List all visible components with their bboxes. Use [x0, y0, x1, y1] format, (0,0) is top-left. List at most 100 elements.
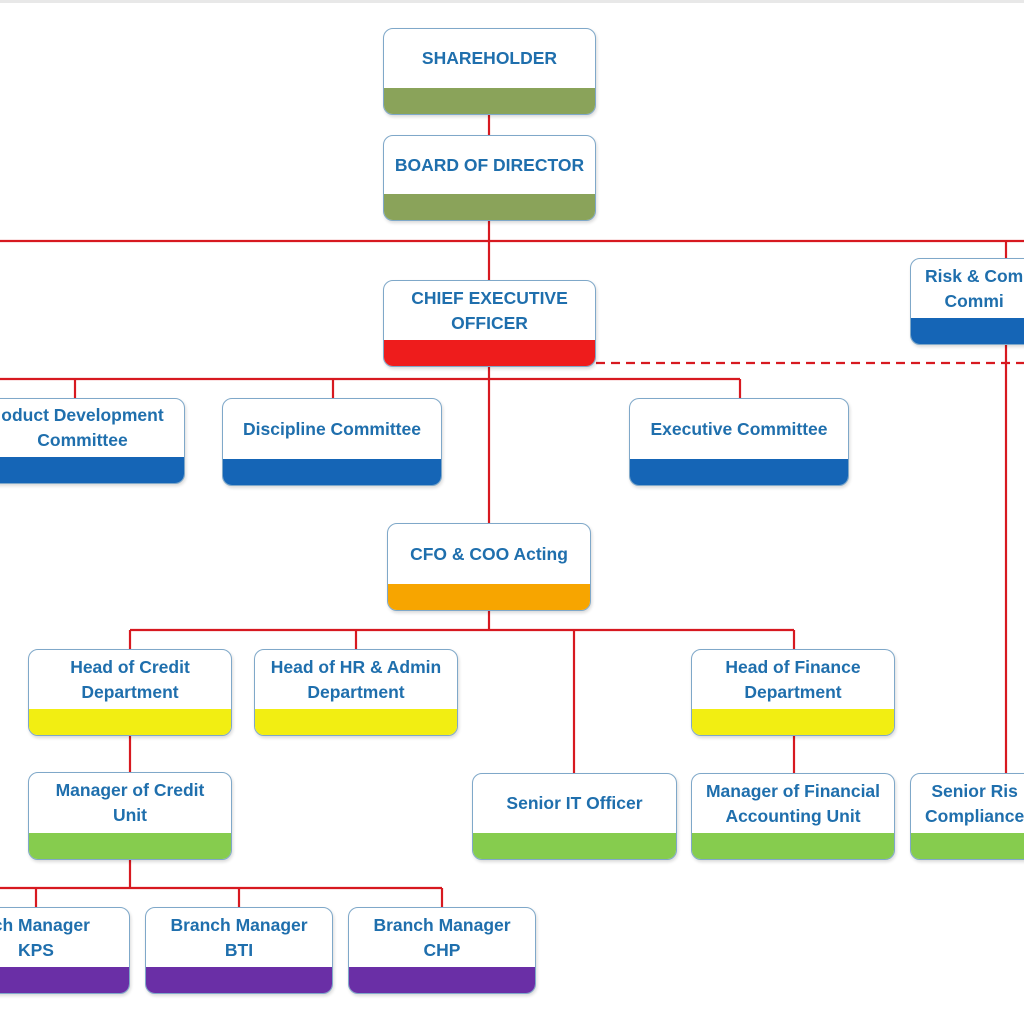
node-label-text: CFO & COO Acting — [410, 542, 568, 567]
node-label-line: Senior IT Officer — [506, 793, 643, 813]
node-label: SHAREHOLDER — [384, 29, 595, 88]
node-color-bar — [384, 88, 595, 114]
node-label-line: BTI — [224, 939, 254, 960]
node-label: Senior IT Officer — [473, 774, 676, 833]
node-color-bar — [0, 457, 184, 483]
node-label-line: Head of HR & Admin — [270, 656, 442, 677]
node-color-bar — [911, 318, 1024, 344]
node-shareholder: SHAREHOLDER — [383, 28, 596, 115]
node-ceo: CHIEF EXECUTIVE OFFICER — [383, 280, 596, 367]
node-label-line: Head of Credit — [70, 656, 190, 677]
node-label-line: Department — [744, 681, 842, 702]
node-board: BOARD OF DIRECTOR — [383, 135, 596, 221]
node-color-bar — [692, 833, 894, 859]
node-label-line: Commi — [944, 290, 1004, 311]
node-label-text: Senior IT Officer — [506, 791, 642, 816]
node-discipline: Discipline Committee — [222, 398, 442, 486]
node-label-line: Risk & Com — [925, 265, 1024, 286]
node-label-line: Department — [81, 681, 179, 702]
node-label-line: CFO & COO Acting — [410, 543, 568, 564]
node-label-line: Senior Ris — [931, 780, 1018, 801]
node-label-line: BOARD OF DIRECTOR — [394, 154, 585, 175]
node-color-bar — [0, 967, 129, 993]
node-label-line: SHAREHOLDER — [421, 48, 558, 68]
node-color-bar — [29, 833, 231, 859]
node-color-bar — [349, 967, 535, 993]
node-color-bar — [255, 709, 457, 735]
node-label-line: KPS — [18, 939, 54, 960]
node-color-bar — [384, 194, 595, 220]
node-color-bar — [692, 709, 894, 735]
node-label-text: Executive Committee — [650, 417, 827, 442]
node-label-line: OFFICER — [451, 312, 528, 333]
node-label-line: Accounting Unit — [725, 805, 861, 826]
node-label-line: CHP — [423, 939, 461, 960]
node-label-text: SHAREHOLDER — [422, 46, 557, 71]
node-color-bar — [29, 709, 231, 735]
node-senior-it: Senior IT Officer — [472, 773, 677, 860]
node-label: Executive Committee — [630, 399, 848, 459]
node-executive: Executive Committee — [629, 398, 849, 486]
node-label-text: Discipline Committee — [243, 417, 421, 442]
node-label-line: Branch Manager — [373, 914, 511, 935]
node-color-bar — [911, 833, 1024, 859]
node-label-line: Manager of Financial — [705, 780, 881, 801]
node-label-line: Compliance — [925, 805, 1024, 826]
node-color-bar — [384, 340, 595, 366]
node-color-bar — [473, 833, 676, 859]
node-color-bar — [223, 459, 441, 485]
node-label: Discipline Committee — [223, 399, 441, 459]
node-label-line: Manager of Credit — [55, 780, 205, 800]
node-label: CHIEF EXECUTIVE OFFICER — [384, 281, 595, 340]
node-label-line: Head of Finance — [725, 656, 861, 677]
node-cfo-coo: CFO & COO Acting — [387, 523, 591, 611]
node-label: BOARD OF DIRECTOR — [384, 136, 595, 194]
node-label: CFO & COO Acting — [388, 524, 590, 584]
node-color-bar — [146, 967, 332, 993]
node-label-line: Branch Manager — [170, 914, 308, 935]
node-label-line: Discipline Committee — [243, 418, 421, 439]
node-color-bar — [388, 584, 590, 610]
node-label-line: Department — [307, 681, 405, 702]
node-label-line: CHIEF EXECUTIVE — [411, 287, 568, 308]
node-label-line: oduct Development — [1, 405, 164, 425]
node-label-text: CHIEF EXECUTIVE OFFICER — [411, 286, 568, 336]
node-label-text: BOARD OF DIRECTOR — [395, 153, 584, 178]
top-border — [0, 0, 1024, 3]
node-label-line: Executive Committee — [650, 418, 828, 439]
node-label-line: nch Manager — [0, 914, 90, 935]
